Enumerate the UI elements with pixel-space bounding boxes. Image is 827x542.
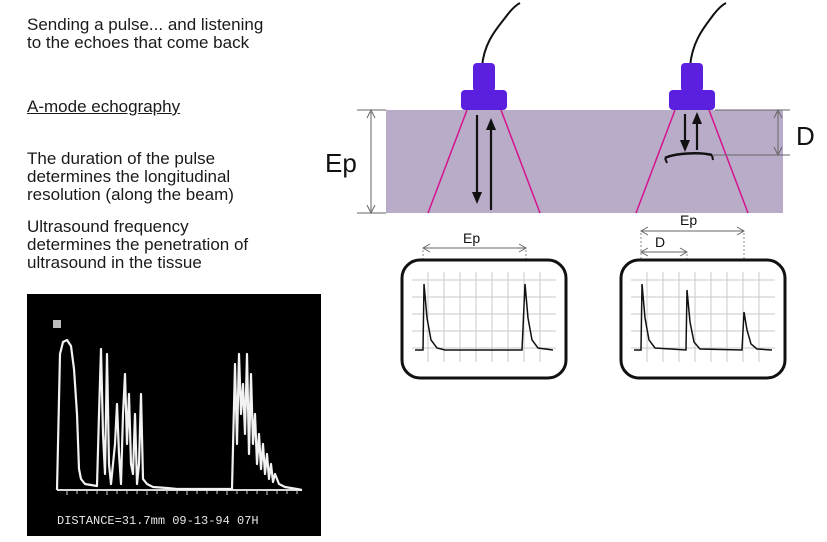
beam-right-edge-1: [635, 109, 676, 214]
probe-base: [461, 90, 507, 110]
scope-left: Ep: [400, 230, 568, 380]
scope-left-ep-arrow-l: [421, 243, 431, 253]
para2-line-1: Ultrasound frequency: [27, 217, 189, 236]
scope-left-trace: [415, 283, 554, 351]
scope-right-grid: [631, 272, 775, 362]
tissue-interface-end-right: [711, 154, 714, 161]
tissue-block: [386, 110, 783, 213]
echo-arrow-up-right-head: [692, 112, 702, 124]
scope-left-ep-arrow-r: [518, 243, 528, 253]
probe-icon: [473, 63, 495, 92]
beam-right-edge-2: [708, 109, 749, 214]
scope-right: Ep D: [619, 212, 787, 380]
probe-base: [669, 90, 715, 110]
tissue-interface: [664, 152, 713, 160]
echo-arrow-up-head: [486, 118, 496, 130]
ep-side-label: Ep: [325, 148, 357, 178]
scope-right-d-arrow-l: [639, 247, 649, 257]
scope-right-trace: [634, 283, 773, 351]
cable-icon: [481, 2, 521, 68]
scope-right-d-label: D: [655, 234, 665, 250]
ascan-caption: DISTANCE=31.7mm 09-13-94 07H: [57, 514, 259, 528]
probe-left: [461, 2, 521, 110]
para1-line-3: resolution (along the beam): [27, 185, 234, 204]
section-heading: A-mode echography: [27, 97, 181, 116]
ep-dimension-arrow-bottom: [366, 204, 376, 215]
beam-left-edge-1: [427, 109, 468, 214]
ep-dimension-arrow-top: [366, 108, 376, 119]
beam-left-edge-2: [500, 109, 541, 214]
ascan-echo-line: [55, 338, 303, 492]
ascan-screen: DISTANCE=31.7mm 09-13-94 07H: [27, 294, 321, 536]
d-dimension-arrow-top: [773, 108, 783, 119]
d-dimension-arrow-bottom: [773, 146, 783, 157]
probe-icon: [681, 63, 703, 92]
scope-right-ep-label: Ep: [680, 212, 697, 228]
pulse-arrow-down-right-head: [680, 140, 690, 152]
scope-right-ep-arrow-l: [639, 226, 649, 236]
tissue-interface-end-left: [664, 157, 668, 164]
d-side-label: D: [796, 121, 815, 151]
scope-right-d-arrow-r: [679, 247, 689, 257]
para1-line-1: The duration of the pulse: [27, 149, 216, 168]
para1-line-2: determines the longitudinal: [27, 167, 231, 186]
scope-left-ep-label: Ep: [463, 230, 480, 246]
probe-right: [669, 2, 727, 110]
ascan-marker: [53, 320, 61, 328]
intro-line-1: Sending a pulse... and listening: [27, 15, 264, 34]
ascan-trace: DISTANCE=31.7mm 09-13-94 07H: [53, 320, 303, 528]
para2-line-3: ultrasound in the tissue: [27, 253, 202, 272]
scope-right-ep-arrow-r: [736, 226, 746, 236]
intro-line-2: to the echoes that come back: [27, 33, 250, 52]
ascan-ticks: [66, 490, 298, 495]
cable-icon: [689, 2, 727, 68]
pulse-arrow-down-head: [472, 192, 482, 204]
para2-line-2: determines the penetration of: [27, 235, 249, 254]
